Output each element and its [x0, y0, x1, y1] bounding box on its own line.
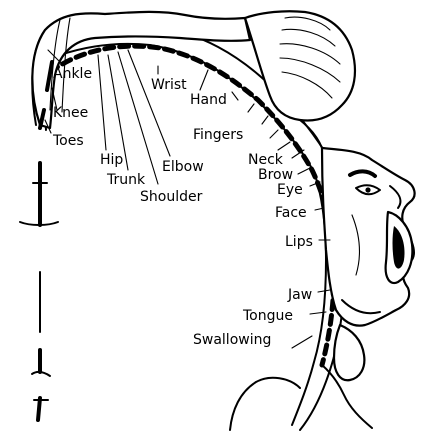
label-brow: Brow [258, 167, 293, 183]
label-knee: Knee [53, 105, 88, 121]
leader-fingers-2 [248, 104, 254, 112]
label-fingers: Fingers [193, 127, 243, 143]
leader-hand [200, 70, 208, 90]
leader-brow [298, 168, 310, 174]
eye-pupil [365, 187, 370, 192]
leader-swallowing [292, 336, 312, 348]
label-hip: Hip [100, 152, 123, 168]
leader-fingers-1 [232, 92, 238, 100]
leader-fingers-4 [270, 130, 278, 138]
label-eye: Eye [277, 182, 303, 198]
axis-bar-bottom [38, 398, 40, 420]
leader-hip [98, 55, 106, 150]
label-trunk: Trunk [106, 172, 146, 188]
leader-shoulder [118, 52, 158, 184]
swallowing-curve [230, 378, 300, 430]
label-lips: Lips [285, 234, 313, 250]
label-face: Face [275, 205, 307, 221]
label-tongue: Tongue [242, 308, 293, 324]
throat-shape [334, 325, 364, 380]
axis-tick-lower [32, 372, 50, 376]
label-ankle: Ankle [53, 66, 92, 82]
label-jaw: Jaw [287, 287, 312, 303]
label-elbow: Elbow [162, 159, 204, 175]
label-wrist: Wrist [151, 77, 187, 93]
leader-elbow [128, 50, 170, 156]
label-toes: Toes [52, 133, 84, 149]
leader-jaw [318, 290, 330, 292]
label-swallowing: Swallowing [193, 332, 271, 348]
leader-fingers-5 [278, 142, 290, 150]
label-shoulder: Shoulder [140, 189, 203, 205]
leader-fingers-3 [262, 116, 268, 124]
label-neck: Neck [248, 152, 284, 168]
label-hand: Hand [190, 92, 227, 108]
